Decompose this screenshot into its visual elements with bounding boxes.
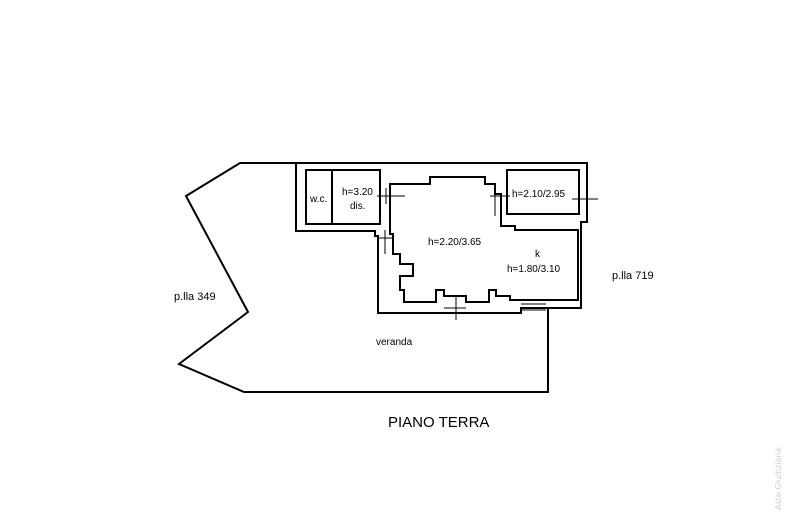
plot-boundary <box>177 162 549 393</box>
label-k: k <box>535 249 541 260</box>
label-h-room-ne: h=2.10/2.95 <box>512 189 566 200</box>
label-h-k: h=1.80/3.10 <box>507 264 561 275</box>
label-h-main: h=2.20/3.65 <box>428 237 482 248</box>
label-h-dis: h=3.20 <box>342 187 373 198</box>
plan-title: PIANO TERRA <box>388 414 489 431</box>
label-dis: dis. <box>350 201 366 212</box>
label-veranda: veranda <box>376 337 413 348</box>
label-plot-east: p.lla 719 <box>612 270 654 282</box>
watermark: Aste Giudiziarie <box>774 447 783 510</box>
room-north-east <box>506 169 580 215</box>
dis-room <box>331 169 381 225</box>
label-wc: w.c. <box>309 194 327 205</box>
label-plot-west: p.lla 349 <box>174 291 216 303</box>
watermark-text: Aste Giudiziarie <box>774 447 783 510</box>
building-outer-wall <box>295 162 588 314</box>
